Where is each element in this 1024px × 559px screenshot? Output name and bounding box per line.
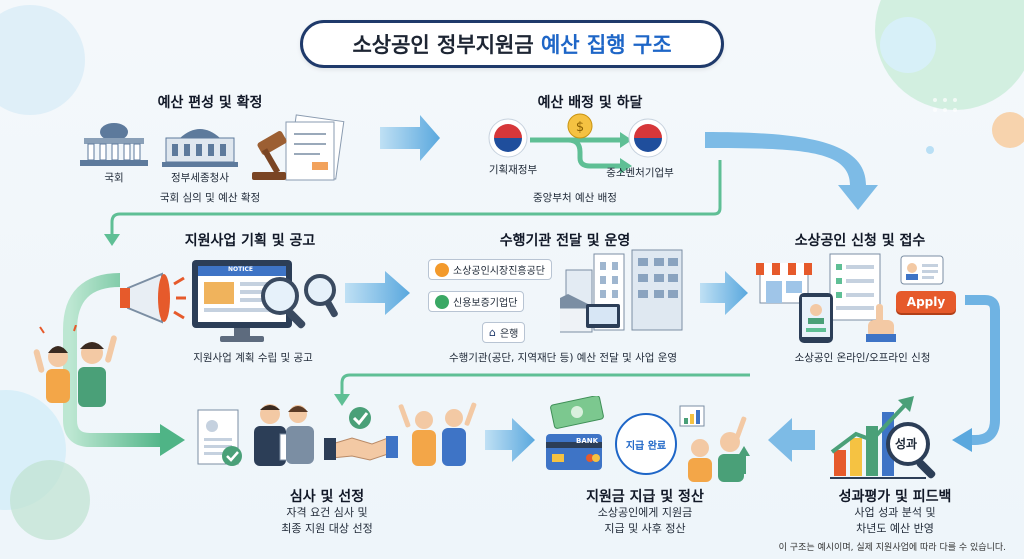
org-bank-logo: ⌂ 은행	[482, 322, 526, 343]
stage-payment-title: 지원금 지급 및 정산	[586, 489, 704, 505]
coin-flow-icon: $	[530, 113, 632, 174]
pointing-hand-icon	[866, 304, 896, 342]
budget-caption: 국회 심의 및 예산 확정	[159, 192, 261, 204]
arrow-planning-to-review	[63, 273, 165, 447]
performance-badge: 성과	[895, 437, 918, 451]
payment-line2: 지급 및 사후 정산	[604, 522, 686, 535]
arrow-apply-to-evaluation	[965, 295, 1000, 445]
government-complex-icon	[162, 129, 238, 167]
payment-scene-icon	[546, 396, 750, 482]
mss-emblem-icon	[628, 118, 668, 158]
credit-mark-icon	[435, 294, 449, 309]
page-title: 소상공인 정부지원금 예산 집행 구조	[300, 20, 724, 68]
title-main: 소상공인 정부지원금	[352, 33, 534, 57]
label-national-assembly: 국회	[104, 172, 124, 184]
label-mss: 중소벤처기업부	[606, 167, 674, 179]
label-mofe: 기획재정부	[488, 164, 538, 176]
cheering-people-icon	[33, 325, 117, 407]
arrow-evaluation-to-payment	[768, 418, 815, 462]
planning-caption: 지원사업 계획 수립 및 공고	[193, 352, 313, 364]
id-card-icon	[900, 255, 944, 285]
org-credit-name: 신용보증기업단	[453, 298, 518, 309]
arrow-planning-to-agency	[345, 271, 410, 315]
stage-budget-title: 예산 편성 및 확정	[157, 95, 263, 111]
agency-caption: 수행기관(공단, 지역재단 등) 예산 전달 및 사업 운영	[448, 352, 678, 364]
arrow-agency-to-apply	[700, 271, 748, 315]
apply-caption: 소상공인 온라인/오프라인 신청	[794, 352, 931, 364]
org-bank-name: 은행	[499, 329, 519, 340]
gavel-documents-icon	[252, 114, 345, 181]
org-sbiz-logo: 소상공인시장진흥공단	[428, 259, 552, 280]
arrow-apply-to-review	[340, 373, 750, 396]
review-line1: 자격 요건 심사 및	[286, 506, 368, 519]
apply-button[interactable]: Apply	[896, 291, 956, 313]
stage-evaluation-title: 성과평가 및 피드백	[838, 489, 952, 505]
org-sbiz-name: 소상공인시장진흥공단	[453, 266, 545, 277]
review-scene-icon	[197, 402, 477, 466]
arrow-review-to-payment	[485, 418, 535, 462]
evaluation-line1: 사업 성과 분석 및	[854, 506, 936, 519]
payment-complete-stamp: 지급 완료	[615, 413, 677, 475]
stage-allocation-title: 예산 배정 및 하달	[537, 95, 643, 111]
evaluation-line2: 차년도 예산 반영	[856, 522, 934, 535]
label-sejong-complex: 정부세종청사	[171, 172, 229, 184]
national-assembly-icon	[80, 123, 148, 166]
sbiz-mark-icon	[435, 262, 449, 277]
arrow-allocation-to-planning	[110, 160, 722, 236]
storefront-icon	[756, 263, 812, 304]
stage-apply-title: 소상공인 신청 및 접수	[794, 233, 926, 249]
payment-line1: 소상공인에게 지원금	[597, 506, 693, 519]
growth-chart-icon	[830, 396, 936, 479]
magnifier-icon	[261, 274, 338, 329]
notice-label: NOTICE	[228, 266, 253, 273]
city-buildings-icon	[560, 249, 683, 333]
stage-review-title: 심사 및 선정	[289, 489, 365, 505]
bank-mark-icon: ⌂	[489, 326, 496, 339]
allocation-caption: 중앙부처 예산 배정	[533, 192, 617, 204]
review-line2: 최종 지원 대상 선정	[281, 522, 373, 535]
mofe-emblem-icon	[488, 118, 528, 158]
footnote: 이 구조는 예시이며, 실제 지원사업에 따라 다를 수 있습니다.	[778, 543, 1006, 553]
arrow-budget-to-allocation	[380, 115, 440, 161]
org-credit-logo: 신용보증기업단	[428, 291, 525, 312]
smartphone-icon	[799, 293, 833, 343]
svg-text:$: $	[576, 120, 584, 135]
title-highlight: 예산 집행 구조	[540, 33, 672, 57]
arrow-allocation-to-apply	[705, 132, 878, 210]
megaphone-icon	[120, 272, 186, 324]
bank-card-label: BANK	[576, 437, 599, 445]
stage-agency-title: 수행기관 전달 및 운영	[499, 233, 631, 249]
stage-planning-title: 지원사업 기획 및 공고	[184, 233, 316, 249]
application-form-icon	[829, 253, 881, 321]
